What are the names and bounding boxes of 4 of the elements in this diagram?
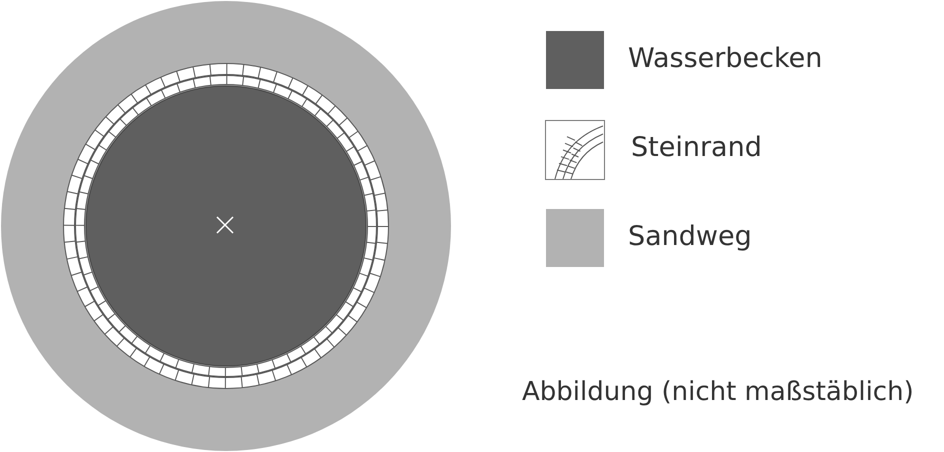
- legend-label: Wasserbecken: [628, 43, 822, 74]
- caption: Abbildung (nicht maßstäblich): [522, 377, 914, 407]
- legend-label: Steinrand: [631, 132, 762, 163]
- legend-label: Sandweg: [628, 221, 752, 252]
